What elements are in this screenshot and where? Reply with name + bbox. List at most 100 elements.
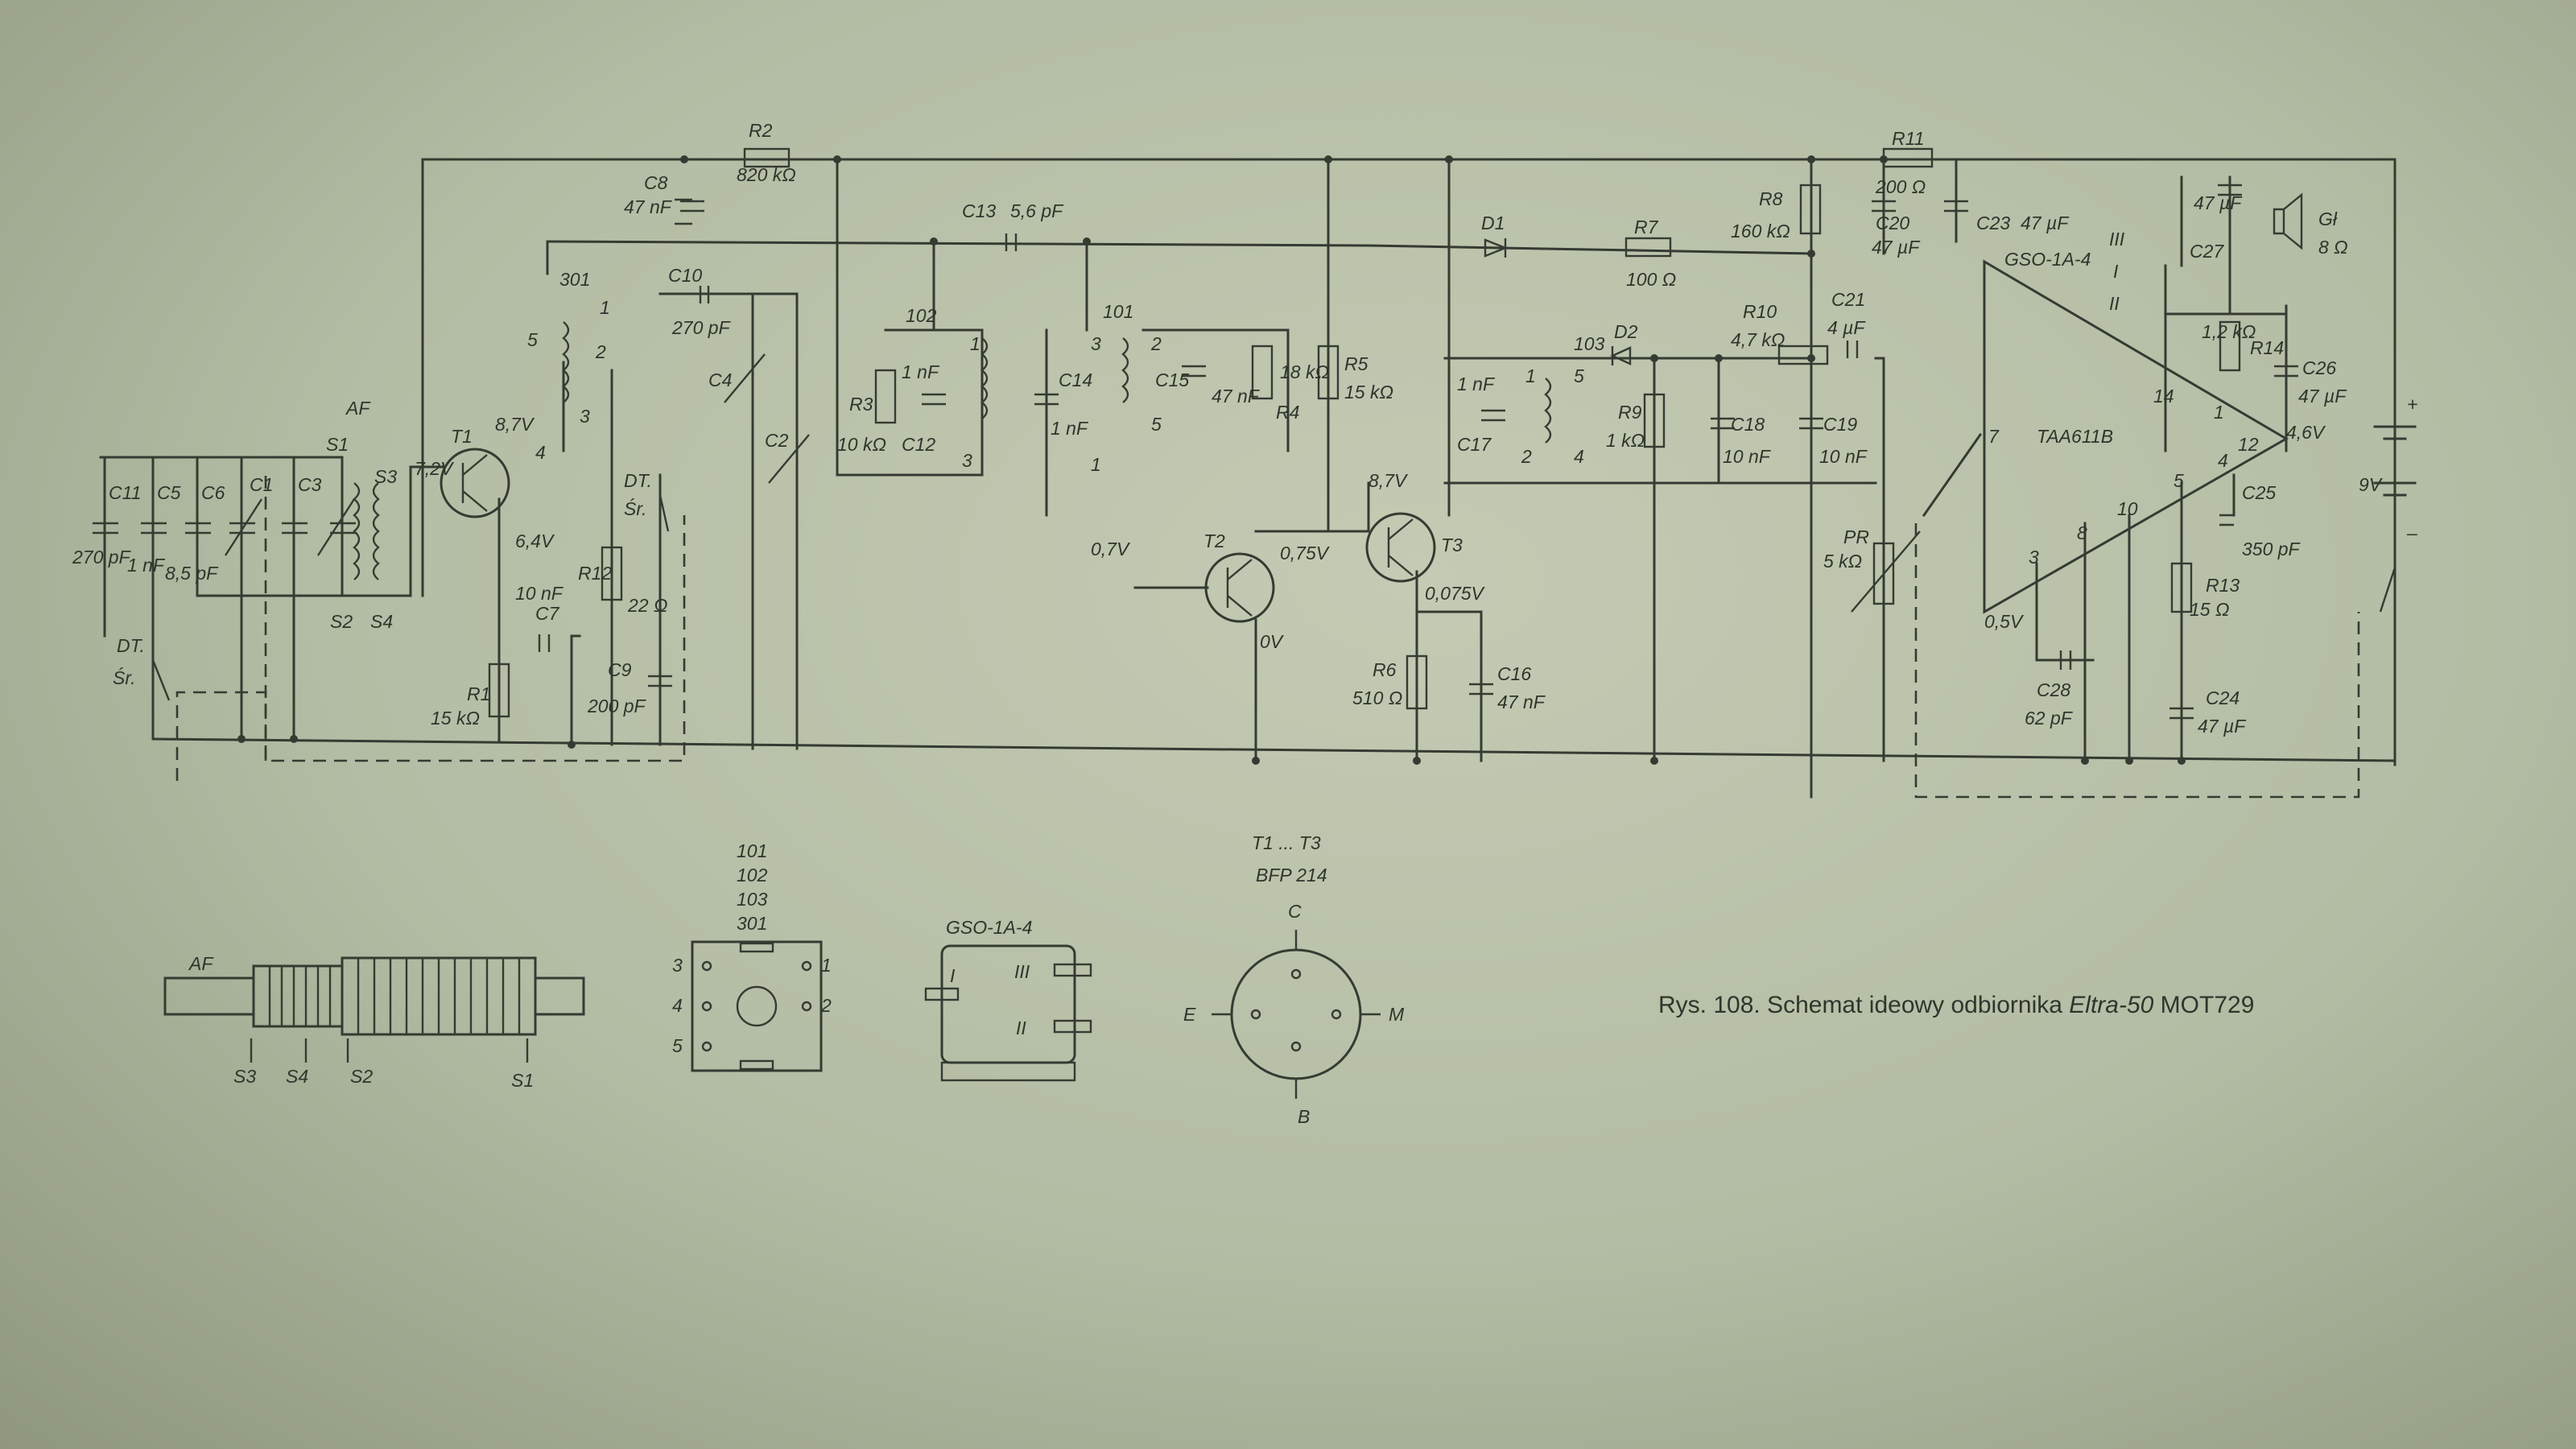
pin-101-2: 2: [1150, 333, 1162, 354]
label-c25: C25: [2242, 482, 2276, 503]
label-c2: C2: [765, 430, 789, 451]
potentiometer-pr: [1872, 542, 1895, 605]
label-c8: C8: [644, 172, 668, 193]
label-jack-pin-ii: II: [2109, 293, 2120, 314]
label-c15-value: 47 nF: [1212, 386, 1261, 407]
label-c16: C16: [1497, 663, 1531, 684]
pin-102-1: 1: [970, 333, 980, 354]
label-c8-value: 47 nF: [624, 196, 673, 217]
label-r6-value: 510 Ω: [1352, 687, 1402, 708]
voltage-ic-output: 4,6V: [2286, 422, 2326, 443]
label-s3: S3: [374, 466, 397, 487]
pin-103-5: 5: [1574, 365, 1584, 386]
resistor-r7: [1624, 237, 1672, 258]
resistor-r6: [1406, 654, 1428, 710]
ic-pin-14: 14: [2153, 386, 2174, 407]
label-c19: C19: [1823, 414, 1857, 435]
coil-id-102: 102: [737, 865, 768, 886]
label-c27-value: 47 µF: [2194, 192, 2243, 213]
transistor-t2: [1204, 552, 1275, 623]
label-ic: TAA611B: [2037, 426, 2113, 447]
label-c10: C10: [668, 265, 702, 286]
jack-detail-pin-i: I: [950, 965, 956, 986]
label-speaker-value: 8 Ω: [2318, 237, 2348, 258]
ic-pin-8: 8: [2077, 522, 2087, 543]
label-r10-value: 4,7 kΩ: [1731, 329, 1785, 350]
label-speaker: Gł: [2318, 208, 2338, 229]
label-r8: R8: [1759, 188, 1783, 209]
rod-label-s4: S4: [286, 1066, 308, 1087]
label-r9-value: 1 kΩ: [1606, 430, 1645, 451]
label-s2: S2: [330, 611, 353, 632]
resistor-r4: [1251, 345, 1274, 400]
socket-pin-3: 3: [672, 955, 683, 976]
resistor-r9: [1643, 393, 1666, 448]
voltage-t3-collector: 8,7V: [1368, 470, 1409, 491]
label-sr-switch: Śr.: [624, 497, 647, 519]
label-coil-102: 102: [906, 305, 937, 326]
label-d1: D1: [1481, 213, 1505, 233]
diode-d1: [1484, 238, 1509, 258]
label-c19-value: 10 nF: [1819, 446, 1868, 467]
label-c18-value: 10 nF: [1723, 446, 1772, 467]
label-jack: GSO-1A-4: [2004, 249, 2091, 270]
label-c9-value: 200 pF: [587, 696, 647, 716]
ic-pin-12: 12: [2238, 434, 2259, 455]
label-c20: C20: [1876, 213, 1909, 233]
label-r1-value: 15 kΩ: [431, 708, 480, 729]
label-r4: R4: [1276, 402, 1299, 423]
component-symbols: [93, 147, 2417, 765]
label-r8-value: 160 kΩ: [1731, 221, 1790, 242]
transistor-pinout-detail: T1 ... T3 BFP 214 C E M B: [1183, 832, 1405, 1127]
ic-pin-4: 4: [2218, 450, 2228, 471]
battery: [2373, 425, 2417, 497]
resistor-r2: [743, 147, 791, 168]
pin-103-1: 1: [1525, 365, 1536, 386]
voltage-t3-base: 0,75V: [1280, 543, 1331, 564]
label-r13: R13: [2206, 575, 2240, 596]
label-jack-pin-i: I: [2113, 261, 2119, 282]
voltage-t3-emitter: 0,075V: [1425, 583, 1486, 604]
label-c13-value: 5,6 pF: [1010, 200, 1064, 221]
label-pr-value: 5 kΩ: [1823, 551, 1862, 572]
coil-101: [1121, 337, 1129, 403]
label-r11: R11: [1892, 128, 1925, 149]
voltage-t2-base: 0,7V: [1091, 539, 1131, 559]
pin-103-4: 4: [1574, 446, 1584, 467]
voltage-t1-base: 7,2V: [415, 458, 455, 479]
transistor-t3: [1365, 512, 1436, 583]
ic-pin-10: 10: [2117, 498, 2138, 519]
antenna-coil: [353, 482, 361, 580]
pin-301-5: 5: [527, 329, 538, 350]
label-r10: R10: [1743, 301, 1777, 322]
pin-101-5: 5: [1151, 414, 1162, 435]
ganged-tuning-link: [175, 475, 2360, 799]
voltage-annotations: 7,2V 8,7V 6,4V 0,7V 0V 0,75V 8,7V 0,075V…: [415, 414, 2326, 652]
label-c11-value: 270 pF: [72, 547, 132, 568]
label-coil-103: 103: [1574, 333, 1605, 354]
coil-102: [980, 337, 989, 419]
socket-pin-4: 4: [672, 995, 683, 1016]
label-c7: C7: [535, 603, 560, 624]
label-r7: R7: [1634, 217, 1659, 237]
voltage-t2-emitter: 0V: [1260, 631, 1285, 652]
label-c24-value: 47 µF: [2198, 716, 2247, 737]
label-r5-value: 15 kΩ: [1344, 382, 1393, 402]
label-c28: C28: [2037, 679, 2070, 700]
label-c6: C6: [201, 482, 225, 503]
label-c7-value: 10 nF: [515, 583, 564, 604]
label-c25-value: 350 pF: [2242, 539, 2301, 559]
diode-d2: [1610, 346, 1632, 365]
label-r3: R3: [849, 394, 873, 415]
resistor-r5: [1317, 345, 1340, 400]
transistor-detail-type: BFP 214: [1256, 865, 1327, 886]
socket-pin-5: 5: [672, 1035, 683, 1056]
label-af: AF: [345, 398, 371, 419]
wiring: [99, 158, 2396, 799]
label-c17-value: 1 nF: [1457, 374, 1496, 394]
label-coil-101: 101: [1103, 301, 1133, 322]
pin-301-4: 4: [535, 442, 546, 463]
resistor-r3: [874, 369, 897, 424]
